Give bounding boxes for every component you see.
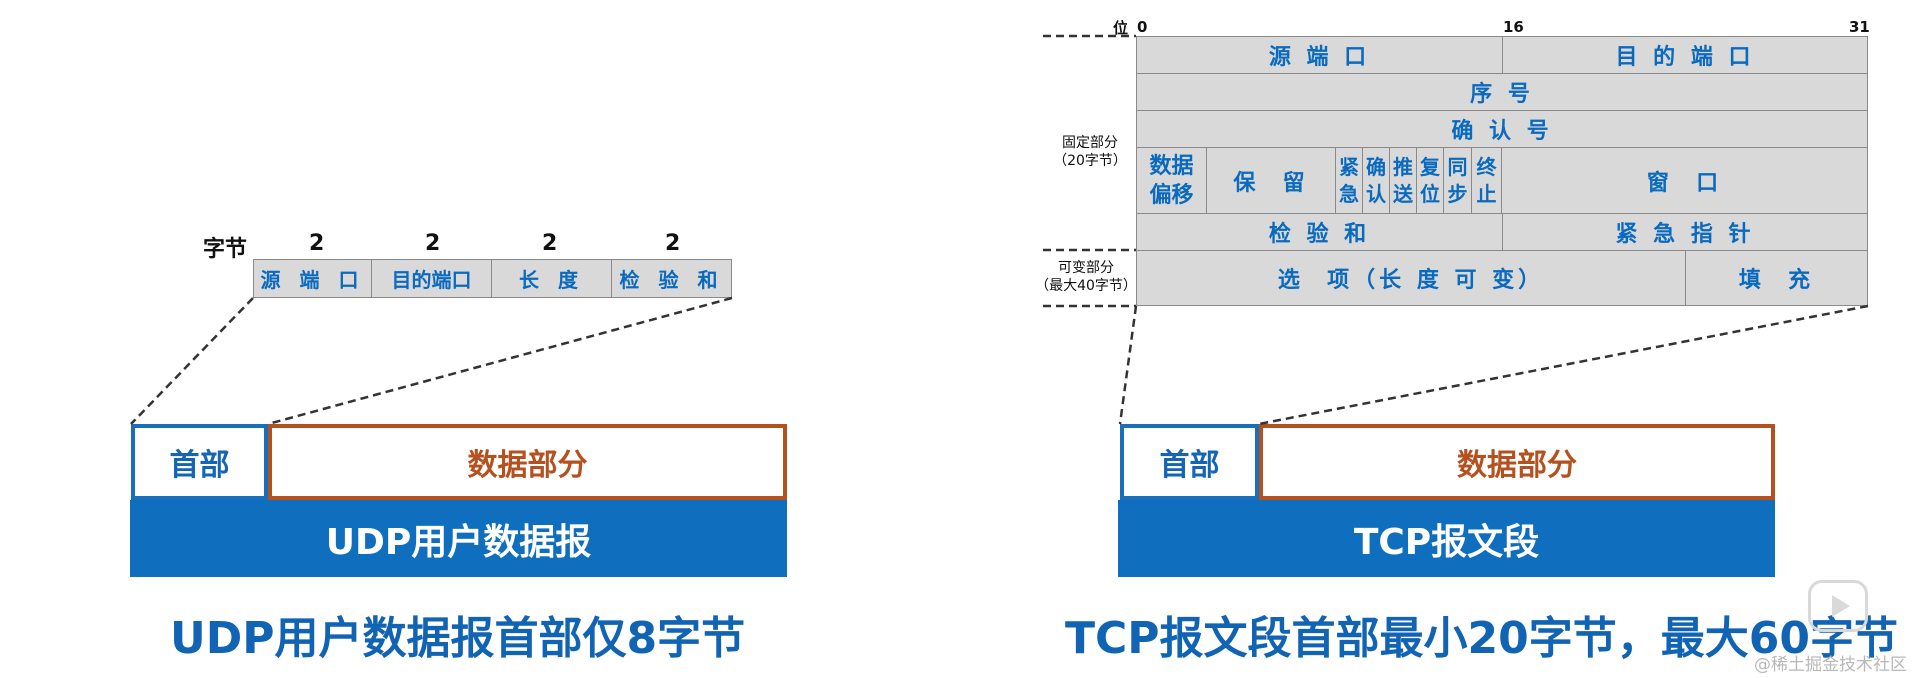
tcp-bit-position: 0 — [1137, 18, 1148, 36]
udp-datagram-bar: UDP用户数据报 — [130, 500, 787, 577]
udp-byte-count: 2 — [542, 231, 558, 256]
play-video-icon[interactable] — [1808, 580, 1868, 632]
tcp-bit-position: 16 — [1503, 18, 1524, 36]
tcp-data-box: 数据部分 — [1259, 424, 1775, 500]
udp-field-dst-port: 目的端口 — [371, 259, 492, 298]
tcp-field-src-port: 源 端 口 — [1136, 36, 1503, 74]
udp-header-box: 首部 — [131, 424, 268, 500]
udp-bytes-label: 字节 — [203, 237, 248, 262]
tcp-field-data-offset: 数据 偏移 — [1136, 147, 1207, 214]
tcp-flag-ack: 确 认 — [1362, 147, 1390, 214]
udp-data-box: 数据部分 — [268, 424, 787, 500]
tcp-zoom-line-right — [1258, 304, 1869, 426]
tcp-field-padding: 填 充 — [1685, 250, 1868, 306]
tcp-field-options: 选 项（长 度 可 变） — [1136, 250, 1686, 306]
tcp-caption: TCP报文段首部最小20字节，最大60字节 — [1065, 613, 1899, 664]
udp-field-checksum: 检 验 和 — [611, 259, 732, 298]
tcp-bit-position: 31 — [1849, 18, 1870, 36]
watermark-text: @稀土掘金技术社区 — [1754, 655, 1907, 675]
udp-zoom-line-left — [130, 297, 254, 425]
tcp-field-urgent-pointer: 紧 急 指 针 — [1502, 213, 1868, 251]
tcp-header-box: 首部 — [1120, 424, 1259, 500]
tcp-variable-part-label: 可变部分 （最大40字节） — [1035, 260, 1137, 294]
tcp-field-checksum: 检 验 和 — [1136, 213, 1503, 251]
tcp-zoom-line-left — [1118, 305, 1138, 425]
tcp-flag-fin: 终 止 — [1471, 147, 1502, 214]
udp-field-length: 长 度 — [491, 259, 612, 298]
udp-byte-count: 2 — [665, 231, 681, 256]
udp-zoom-line-right — [267, 296, 733, 426]
udp-field-src-port: 源 端 口 — [253, 259, 372, 298]
udp-caption: UDP用户数据报首部仅8字节 — [170, 613, 746, 664]
tcp-fixed-part-label: 固定部分 （20字节） — [1053, 135, 1127, 169]
udp-byte-count: 2 — [425, 231, 441, 256]
udp-byte-count: 2 — [309, 231, 325, 256]
tcp-segment-bar: TCP报文段 — [1118, 500, 1775, 577]
tcp-bit-label: 位 — [1113, 19, 1129, 37]
tcp-field-reserved: 保 留 — [1206, 147, 1336, 214]
